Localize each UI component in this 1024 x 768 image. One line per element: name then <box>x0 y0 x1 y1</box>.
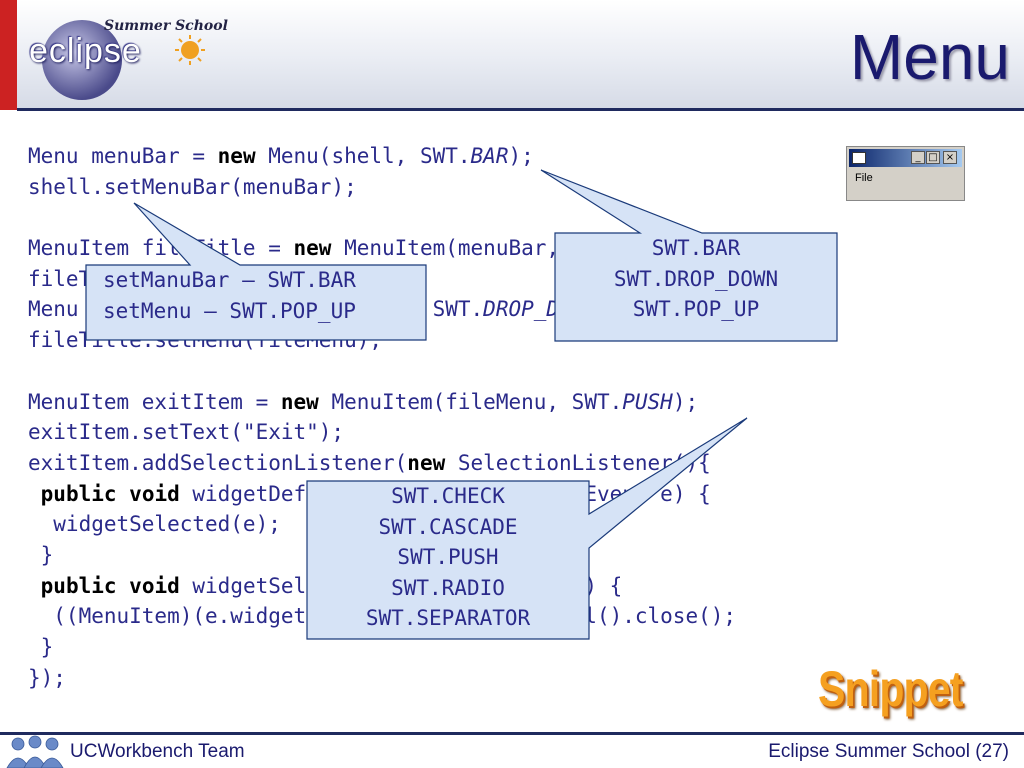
code-token: new <box>217 144 256 168</box>
code-token: new <box>293 236 332 261</box>
code-token: } <box>28 542 54 567</box>
snippet-label: Snippet <box>818 661 963 717</box>
window-menu-file: File <box>855 172 873 184</box>
code-token: ); <box>672 389 699 414</box>
code-token: BAR <box>470 144 509 168</box>
code-line: } <box>28 540 736 571</box>
callout-line: SWT.CHECK <box>391 484 505 508</box>
code-line: widgetSelected(e); <box>28 509 736 540</box>
logo-subtitle: Summer School <box>104 18 228 34</box>
code-token: PUSH <box>622 389 673 414</box>
code-line: } <box>28 632 736 663</box>
callout-menubar: setManuBar – SWT.BAR setMenu – SWT.POP_U… <box>86 265 426 326</box>
minimize-icon: _ <box>911 151 925 164</box>
team-icon <box>6 735 64 768</box>
callout-push-shape <box>306 417 748 640</box>
code-line: shell.setMenuBar(menuBar); <box>28 172 736 203</box>
sun-icon <box>175 35 205 65</box>
callout-line: SWT.PUSH <box>397 545 499 569</box>
callout-line: SWT.DROP_DOWN <box>613 266 779 291</box>
code-line: MenuItem exitItem = new MenuItem(fileMen… <box>28 387 736 418</box>
code-token: exitItem.setText("Exit"); <box>28 420 345 445</box>
code-token: public <box>40 481 117 506</box>
slide-header: eclipse Summer School Menu <box>0 0 1024 111</box>
code-token: void <box>129 573 180 598</box>
footer-team: UCWorkbench Team <box>70 741 245 762</box>
code-token: new <box>280 389 319 414</box>
code-token: new <box>407 450 446 475</box>
code-token: Menu menuBar = <box>28 144 218 168</box>
slide-title: Menu <box>849 21 1010 93</box>
callout-line: SWT.RADIO <box>391 575 505 600</box>
callout-line: SWT.BAR <box>651 236 741 260</box>
header-divider <box>17 108 1024 111</box>
callout-bar-shape <box>540 169 838 342</box>
footer-divider <box>0 732 1024 735</box>
code-token: MenuItem exitItem = <box>28 389 281 414</box>
code-line: exitItem.setText("Exit"); <box>28 417 736 448</box>
code-token: exitItem.addSelectionListener( <box>28 450 408 475</box>
eclipse-logo <box>42 20 205 100</box>
window-preview: _ □ × File <box>846 146 965 201</box>
callout-line: SWT.POP_UP <box>632 297 760 321</box>
code-token: widgetSelected(e); <box>28 512 281 537</box>
code-token: }); <box>28 665 66 690</box>
header-accent-bar <box>0 0 17 110</box>
code-token: } <box>28 635 54 659</box>
callout-line: SWT.SEPARATOR <box>365 606 531 630</box>
callout-line: SWT.CASCADE <box>378 514 518 539</box>
code-token: void <box>129 481 180 506</box>
window-titlebar: _ □ × <box>849 149 962 167</box>
code-line: }); <box>28 663 736 694</box>
code-line: exitItem.addSelectionListener(new Select… <box>28 448 736 479</box>
code-line: Menu menuBar = new Menu(shell, SWT.BAR); <box>28 141 736 172</box>
code-token: Menu(shell, SWT. <box>255 144 471 168</box>
callout-line: setManuBar – SWT.BAR <box>103 268 356 292</box>
footer-page-info: Eclipse Summer School (27) <box>768 741 1009 762</box>
window-icon <box>852 152 866 164</box>
logo-text: eclipse <box>29 32 142 70</box>
callout-line: setMenu – SWT.POP_UP <box>103 298 356 323</box>
code-token: shell.setMenuBar(menuBar); <box>28 174 357 199</box>
callout-menubar-shape <box>85 202 427 341</box>
code-token: public <box>40 573 117 598</box>
callout-menu-styles: SWT.BAR SWT.DROP_DOWN SWT.POP_UP <box>555 233 837 325</box>
callout-menuitem-styles: SWT.CHECK SWT.CASCADE SWT.PUSH SWT.RADIO… <box>307 481 589 634</box>
close-icon: × <box>943 151 957 164</box>
code-token: ); <box>508 144 534 168</box>
code-token: MenuItem(fileMenu, SWT. <box>318 389 623 414</box>
maximize-icon: □ <box>926 151 940 164</box>
